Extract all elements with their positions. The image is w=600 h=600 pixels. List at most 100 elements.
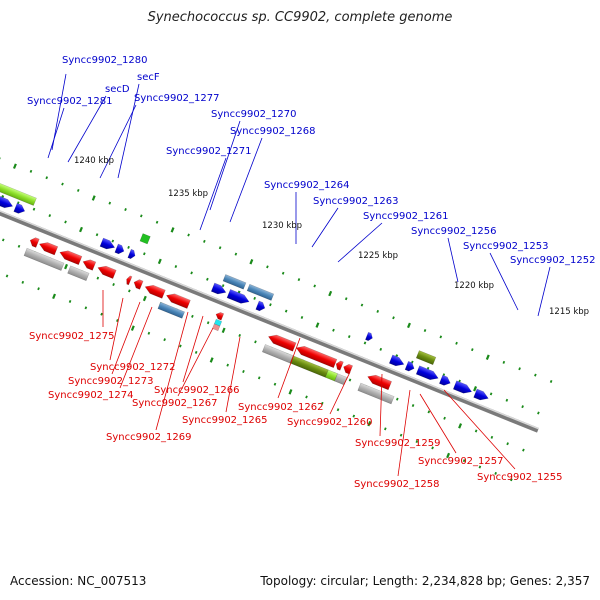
scale-tick-mark — [415, 440, 419, 444]
scale-tick-mark — [142, 295, 147, 302]
scale-tick-mark — [12, 163, 17, 169]
scale-tick-mark — [411, 404, 415, 408]
reverse-gene-label: Syncc9902_1258 — [354, 479, 440, 490]
forward-gene-label: Syncc9902_1252 — [510, 255, 596, 266]
reverse-cds-arrow — [144, 284, 166, 299]
forward-cds-arrow — [473, 388, 489, 401]
reverse-label-leader — [155, 311, 189, 431]
misc-feature-lime — [0, 182, 37, 206]
gray-feature — [67, 265, 90, 282]
scale-tick-mark — [157, 258, 162, 265]
forward-cds-arrow — [0, 195, 14, 209]
scale-tick-mark — [0, 157, 1, 161]
kbp-tick-label: 1215 kbp — [549, 307, 589, 317]
reverse-label-leader — [397, 389, 411, 477]
scale-tick-mark — [48, 214, 52, 218]
scale-tick-mark — [396, 397, 399, 401]
reverse-cds-arrow — [335, 360, 344, 371]
reverse-gene-label: Syncc9902_1259 — [355, 438, 441, 449]
scale-tick-mark — [221, 284, 225, 288]
scale-tick-mark — [127, 245, 130, 249]
forward-label-leader — [47, 107, 65, 159]
scale-tick-mark — [206, 321, 210, 325]
scale-tick-mark — [155, 220, 159, 224]
reverse-label-leader — [379, 373, 383, 437]
reverse-label-leader — [119, 306, 153, 389]
scale-tick-mark — [489, 392, 493, 396]
reverse-gene-label: Syncc9902_1273 — [68, 376, 154, 387]
forward-label-leader — [489, 252, 519, 311]
scale-tick-mark — [45, 176, 49, 180]
misc-feature-olive — [415, 350, 437, 366]
reverse-label-leader — [111, 301, 141, 375]
scale-tick-mark — [446, 452, 451, 459]
scale-tick-mark — [79, 226, 83, 233]
genome-backbone — [0, 173, 539, 433]
reverse-cds-arrow — [295, 346, 338, 369]
scale-tick-mark — [518, 367, 521, 371]
forward-cds-arrow — [388, 354, 405, 367]
misc-feature-salmon — [212, 323, 221, 332]
scale-tick-mark — [510, 478, 513, 482]
scale-tick-mark — [273, 382, 277, 386]
reverse-cds-arrow — [166, 293, 191, 309]
scale-tick-mark — [242, 370, 245, 373]
scale-tick-mark — [17, 244, 21, 248]
scale-tick-mark — [147, 331, 151, 335]
forward-cds-arrow — [452, 380, 473, 394]
scale-tick-mark — [191, 314, 194, 318]
scale-tick-mark — [112, 283, 115, 287]
scale-tick-mark — [257, 376, 261, 380]
map-title: Synechococcus sp. CC9902, complete genom… — [147, 10, 453, 25]
reverse-cds-arrow — [133, 279, 144, 290]
scale-tick-mark — [506, 442, 509, 446]
scale-tick-mark — [100, 312, 103, 316]
gray-feature — [357, 382, 395, 405]
forward-cds-arrow — [127, 248, 136, 260]
reverse-cds-arrow — [215, 312, 225, 321]
forward-cds-arrow — [210, 282, 227, 295]
reverse-label-leader — [225, 336, 241, 413]
reverse-cds-arrow — [59, 250, 83, 266]
forward-gene-label: Syncc9902_1281 — [27, 96, 113, 107]
scale-tick-mark — [209, 357, 214, 363]
scale-tick-mark — [143, 252, 146, 256]
scale-tick-mark — [266, 265, 269, 269]
forward-gene-label: Syncc9902_1256 — [411, 226, 497, 237]
reverse-label-leader — [182, 315, 204, 383]
scale-tick-mark — [218, 246, 222, 250]
scale-tick-mark — [352, 414, 356, 418]
scale-tick-mark — [505, 398, 509, 402]
scale-tick-mark — [376, 309, 380, 313]
forward-cds-arrow — [226, 289, 250, 304]
forward-gene-label: Syncc9902_1280 — [62, 55, 148, 66]
scale-tick-mark — [332, 328, 335, 332]
scale-tick-mark — [203, 239, 206, 243]
scale-tick-mark — [474, 429, 478, 433]
scale-tick-mark — [91, 195, 96, 201]
scale-tick-mark — [313, 284, 316, 288]
forward-gene-label: Syncc9902_1264 — [264, 180, 350, 191]
scale-tick-mark — [32, 207, 36, 211]
scale-tick-mark — [399, 433, 403, 437]
scale-tick-mark — [5, 274, 9, 278]
scale-tick-mark — [336, 408, 340, 412]
scale-tick-mark — [187, 233, 190, 237]
scale-tick-mark — [471, 348, 474, 352]
forward-label-leader — [199, 157, 227, 231]
scale-tick-mark — [392, 316, 395, 320]
scale-tick-mark — [443, 416, 446, 420]
scale-tick-mark — [194, 350, 198, 354]
genome-backbone-highlight — [0, 173, 539, 430]
scale-tick-mark — [64, 263, 68, 270]
reverse-gene-label: Syncc9902_1272 — [90, 362, 176, 373]
reverse-gene-label: Syncc9902_1255 — [477, 472, 563, 483]
scale-tick-mark — [344, 297, 348, 301]
scale-tick-mark — [249, 258, 254, 265]
reverse-label-leader — [419, 393, 457, 454]
scale-tick-mark — [462, 459, 466, 463]
scale-tick-mark — [485, 354, 490, 360]
misc-feature-steel — [246, 283, 275, 301]
forward-label-leader — [337, 222, 383, 263]
forward-label-leader — [311, 207, 339, 248]
